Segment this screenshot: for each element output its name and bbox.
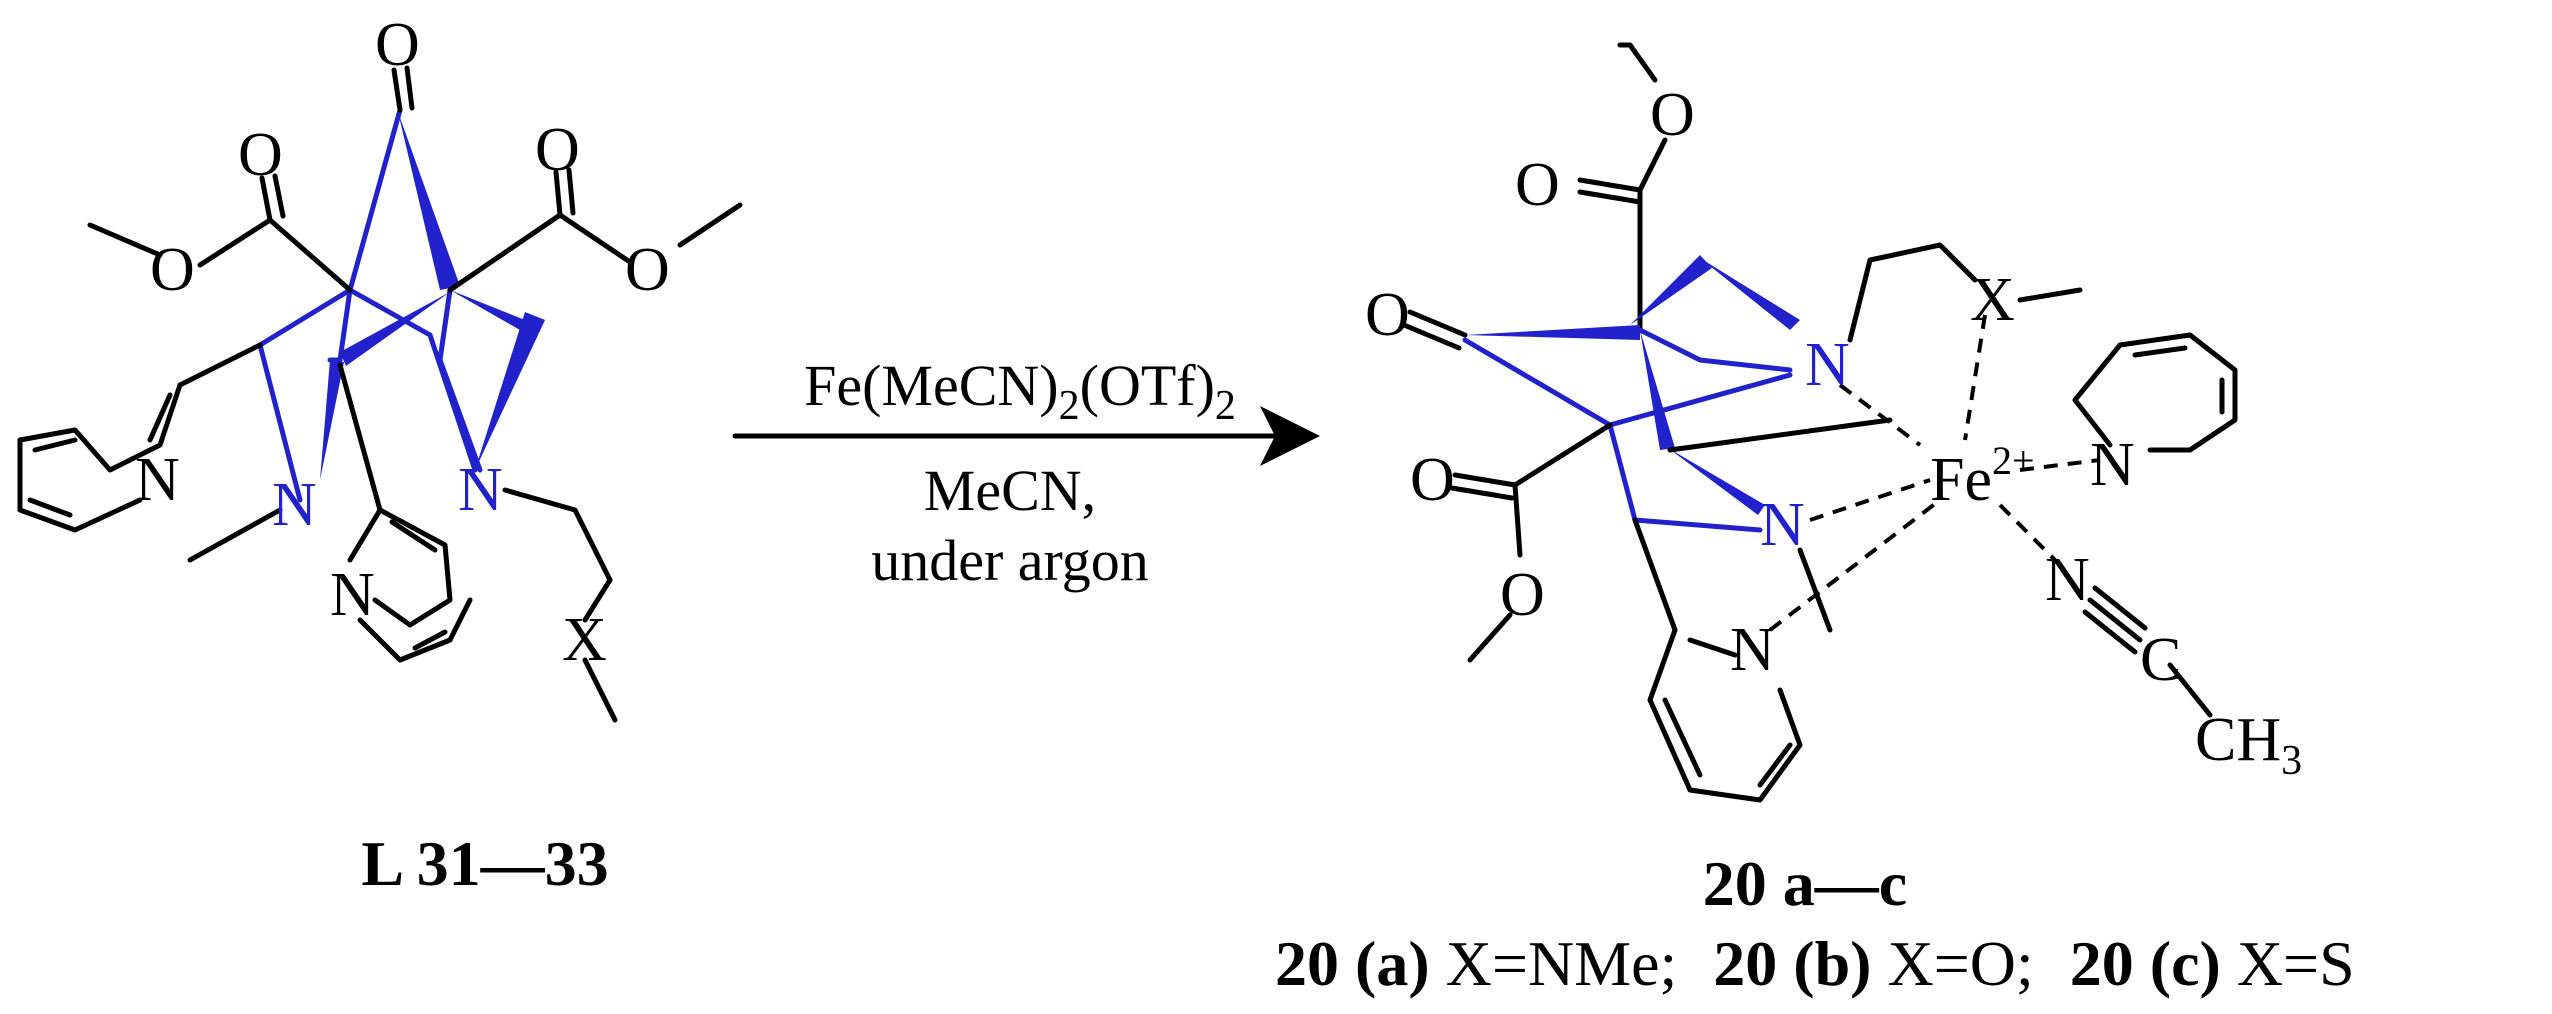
ligand-amine-n-left: N: [272, 471, 317, 539]
ligand-ketone-o: O: [375, 11, 420, 79]
variant-c-id: 20 (c): [2070, 928, 2221, 999]
complex-ketone-o: O: [1365, 281, 1410, 349]
complex-donor-x: X: [1970, 266, 2015, 334]
ligand-ester-o-right-ether: O: [625, 236, 670, 304]
complex-ester-o-lower-carbonyl: O: [1410, 446, 1455, 514]
ligand-ester-o-right-carbonyl: O: [535, 116, 580, 184]
complex-methyl-ch3: CH3: [2195, 706, 2302, 784]
complex-ester-o-top-ether: O: [1650, 81, 1695, 149]
complex-amine-n-upper: N: [1805, 331, 1850, 399]
ligand-amine-n-right: N: [458, 456, 503, 524]
ligand-pyridine-n-left: N: [135, 446, 180, 514]
complex-pyridine-n-lower: N: [1730, 616, 1775, 684]
variant-a-def: X=NMe;: [1446, 928, 1678, 999]
ligand-ester-o-left-ether: O: [150, 236, 195, 304]
complex-ester-o-top-carbonyl: O: [1515, 151, 1560, 219]
complex-iron-center: Fe2+: [1930, 438, 2035, 514]
starting-material-label: L 31—33: [361, 828, 608, 899]
ligand-structure: [17, 65, 743, 723]
variant-a-id: 20 (a): [1275, 928, 1430, 999]
solvent-label: MeCN,: [924, 458, 1096, 523]
ligand-donor-x: X: [562, 606, 607, 674]
complex-pyridine-n-right: N: [2090, 431, 2135, 499]
complex-structure: [1401, 42, 2238, 803]
complex-nitrile-c: C: [2140, 626, 2181, 694]
ligand-ester-o-left-carbonyl: O: [238, 121, 283, 189]
complex-nitrile-n: N: [2045, 546, 2090, 614]
reagent-formula: Fe(MeCN)2(OTf)2: [804, 353, 1236, 429]
complex-ester-o-lower-ether: O: [1500, 561, 1545, 629]
atmosphere-label: under argon: [871, 528, 1149, 593]
variant-b-def: X=O;: [1887, 928, 2033, 999]
ligand-pyridine-n-middle: N: [330, 561, 375, 629]
product-label: 20 a—c: [1703, 848, 1907, 919]
variant-b-id: 20 (b): [1713, 928, 1871, 999]
complex-amine-n-lower: N: [1760, 491, 1805, 559]
variant-legend: 20 (a) X=NMe; 20 (b) X=O; 20 (c) X=S: [1275, 928, 2355, 999]
variant-c-def: X=S: [2237, 928, 2355, 999]
